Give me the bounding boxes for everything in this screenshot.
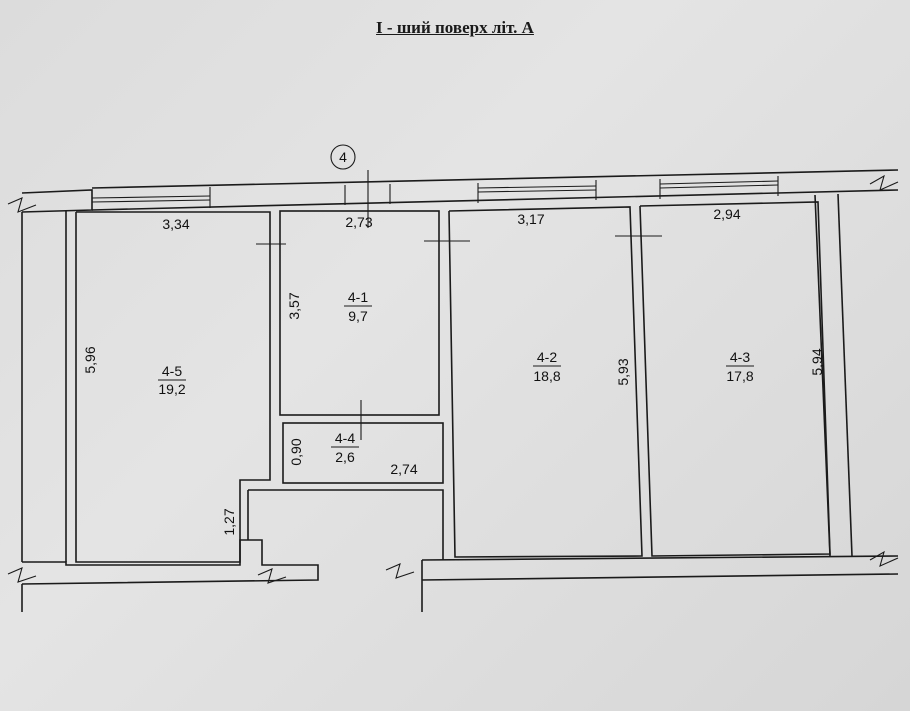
room-4-3 (615, 201, 831, 557)
room-label-4-3: 4-3 17,8 (726, 349, 754, 384)
room-4-4 (282, 400, 444, 484)
room-id: 4-3 (730, 349, 750, 365)
axis-marker-label: 4 (339, 149, 347, 165)
room-area: 2,6 (335, 449, 355, 465)
dim-4-4-length: 0,90 (288, 438, 304, 465)
dim-4-1-length: 3,57 (286, 292, 302, 319)
plan-title-text: I - ший поверх літ. А (376, 18, 534, 37)
dim-4-5-notch: 1,27 (221, 508, 237, 535)
room-4-5 (75, 211, 286, 563)
room-label-4-5: 4-5 19,2 (158, 363, 186, 397)
room-area: 9,7 (348, 308, 368, 324)
room-id: 4-2 (537, 349, 557, 365)
room-4-2 (438, 206, 643, 558)
room-label-4-4: 4-4 2,6 (331, 430, 359, 465)
room-id: 4-5 (162, 363, 182, 379)
axis-marker: 4 (330, 144, 369, 228)
room-area: 18,8 (533, 368, 560, 384)
dim-4-3-width: 2,94 (713, 206, 740, 222)
outer-walls (7, 169, 899, 612)
room-area: 17,8 (726, 368, 753, 384)
dim-4-2-width: 3,17 (517, 211, 544, 227)
dim-4-5-width: 3,34 (162, 216, 189, 232)
room-id: 4-4 (335, 430, 355, 446)
dim-4-4-width: 2,74 (390, 461, 417, 477)
room-area: 19,2 (158, 381, 185, 397)
room-id: 4-1 (348, 289, 368, 305)
dim-4-2-length: 5,93 (615, 358, 631, 385)
dim-4-5-length: 5,96 (82, 346, 98, 373)
dimension-labels: 3,34 2,73 3,17 2,94 2,74 5,96 1,27 3,57 … (82, 206, 825, 536)
room-label-4-2: 4-2 18,8 (533, 349, 561, 384)
dim-4-3-length: 5,94 (809, 348, 825, 375)
dim-4-1-width: 2,73 (345, 214, 372, 230)
room-label-4-1: 4-1 9,7 (344, 289, 372, 324)
corridor (247, 489, 444, 560)
plan-title: I - ший поверх літ. А (0, 18, 910, 38)
